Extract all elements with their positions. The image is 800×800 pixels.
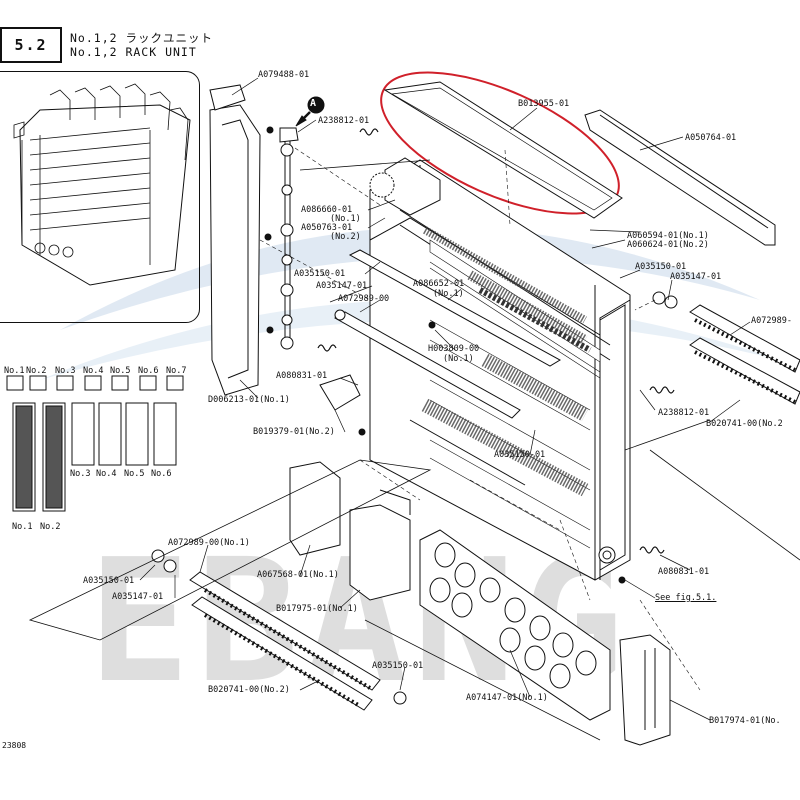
gear-shaft <box>279 127 299 350</box>
label-a080831-m: A080831-01 <box>276 371 328 381</box>
label-a035150-b: A035150-01 <box>372 661 424 671</box>
label-b017975: B017975-01(No.1) <box>276 604 358 614</box>
overview-inset <box>0 71 200 323</box>
label-a035150-c: A035150-01 <box>494 450 546 460</box>
label-b020741-b: B020741-00(No.2) <box>208 685 290 695</box>
label-a035150-l: A035150-01 <box>83 576 135 586</box>
filter-set <box>6 375 184 512</box>
filter-label-top: No.1 <box>4 366 25 376</box>
filter-label-top: No.5 <box>110 366 131 376</box>
title-japanese: No.1,2 ラックユニット <box>70 31 213 45</box>
bottom-rollers <box>151 549 407 711</box>
label-a067568: A067568-01(No.1) <box>257 570 339 580</box>
see-fig-reference: See fig.5.1. <box>655 593 717 603</box>
title-english: No.1,2 RACK UNIT <box>70 45 197 59</box>
lid-part <box>383 81 623 219</box>
brackets <box>289 374 671 746</box>
label-a072989-l: A072989-00(No.1) <box>168 538 250 548</box>
label-a238812-top: A238812-01 <box>318 116 370 126</box>
filter-label-bottom: No.3 <box>70 469 91 479</box>
label-a035147-r: A035147-01 <box>670 272 722 282</box>
callout-circle <box>307 96 325 114</box>
filter-label-top: No.3 <box>55 366 76 376</box>
outline-lines <box>28 159 800 741</box>
label-a035147-m: A035147-01 <box>316 281 368 291</box>
screws <box>264 126 626 584</box>
filter-label-bottom: No.4 <box>96 469 117 479</box>
filter-label-top: No.4 <box>83 366 104 376</box>
label-a080831-b: A080831-01 <box>658 567 710 577</box>
leader-lines <box>139 77 751 721</box>
label-a086652-no: (No.1) <box>433 289 464 299</box>
label-b017974: B017974-01(No. <box>709 716 781 726</box>
label-b013955: B013955-01 <box>518 99 570 109</box>
watermark-swoosh <box>60 226 760 330</box>
filter-label-top: No.7 <box>166 366 187 376</box>
spring-part <box>649 386 675 394</box>
label-a238812-r: A238812-01 <box>658 408 710 418</box>
filter-label-top: No.6 <box>138 366 159 376</box>
footer-code: 23808 <box>2 741 27 750</box>
label-a079488: A079488-01 <box>258 70 310 80</box>
label-a060594: A060594-01(No.1) <box>627 231 709 241</box>
label-b020741-r: B020741-00(No.2 <box>706 419 783 429</box>
filter-label-bottom: No.5 <box>124 469 145 479</box>
assembly-lines <box>259 147 701 691</box>
label-a072989-m: A072989-00 <box>338 294 390 304</box>
inset-rack-drawing <box>13 83 191 286</box>
filter-label-bottom-left: No.2 <box>40 522 61 532</box>
label-d006213: D006213-01(No.1) <box>208 395 290 405</box>
side-panel-left <box>209 104 261 396</box>
label-a050764: A050764-01 <box>685 133 737 143</box>
filter-label-bottom: No.6 <box>151 469 172 479</box>
label-a060624: A060624-01(No.2) <box>627 240 709 250</box>
filter-label-bottom-left: No.1 <box>12 522 33 532</box>
label-a050763: A050763-01 <box>301 223 353 233</box>
label-a086660: A086660-01 <box>301 205 353 215</box>
label-a035150-m: A035150-01 <box>294 269 346 279</box>
label-a086652: A086652-01 <box>413 279 465 289</box>
callout-letter: A <box>310 98 317 109</box>
label-a050763-no: (No.2) <box>330 232 361 242</box>
cover-plate <box>419 529 611 721</box>
label-a086660-no: (No.1) <box>330 214 361 224</box>
label-h003809-no: (No.1) <box>443 354 474 364</box>
label-h003809: H003809-00 <box>428 344 480 354</box>
section-number: 5.2 <box>0 27 62 63</box>
right-rollers <box>652 291 800 405</box>
label-a074147: A074147-01(No.1) <box>466 693 548 703</box>
label-a035147-l: A035147-01 <box>112 592 164 602</box>
label-a035150-r: A035150-01 <box>635 262 687 272</box>
rail-part <box>584 109 776 246</box>
roller-rods <box>334 249 562 486</box>
filter-label-top: No.2 <box>26 366 47 376</box>
rack-body <box>369 157 631 581</box>
label-b019379: B019379-01(No.2) <box>253 427 335 437</box>
label-a072989-r: A072989- <box>751 316 792 326</box>
